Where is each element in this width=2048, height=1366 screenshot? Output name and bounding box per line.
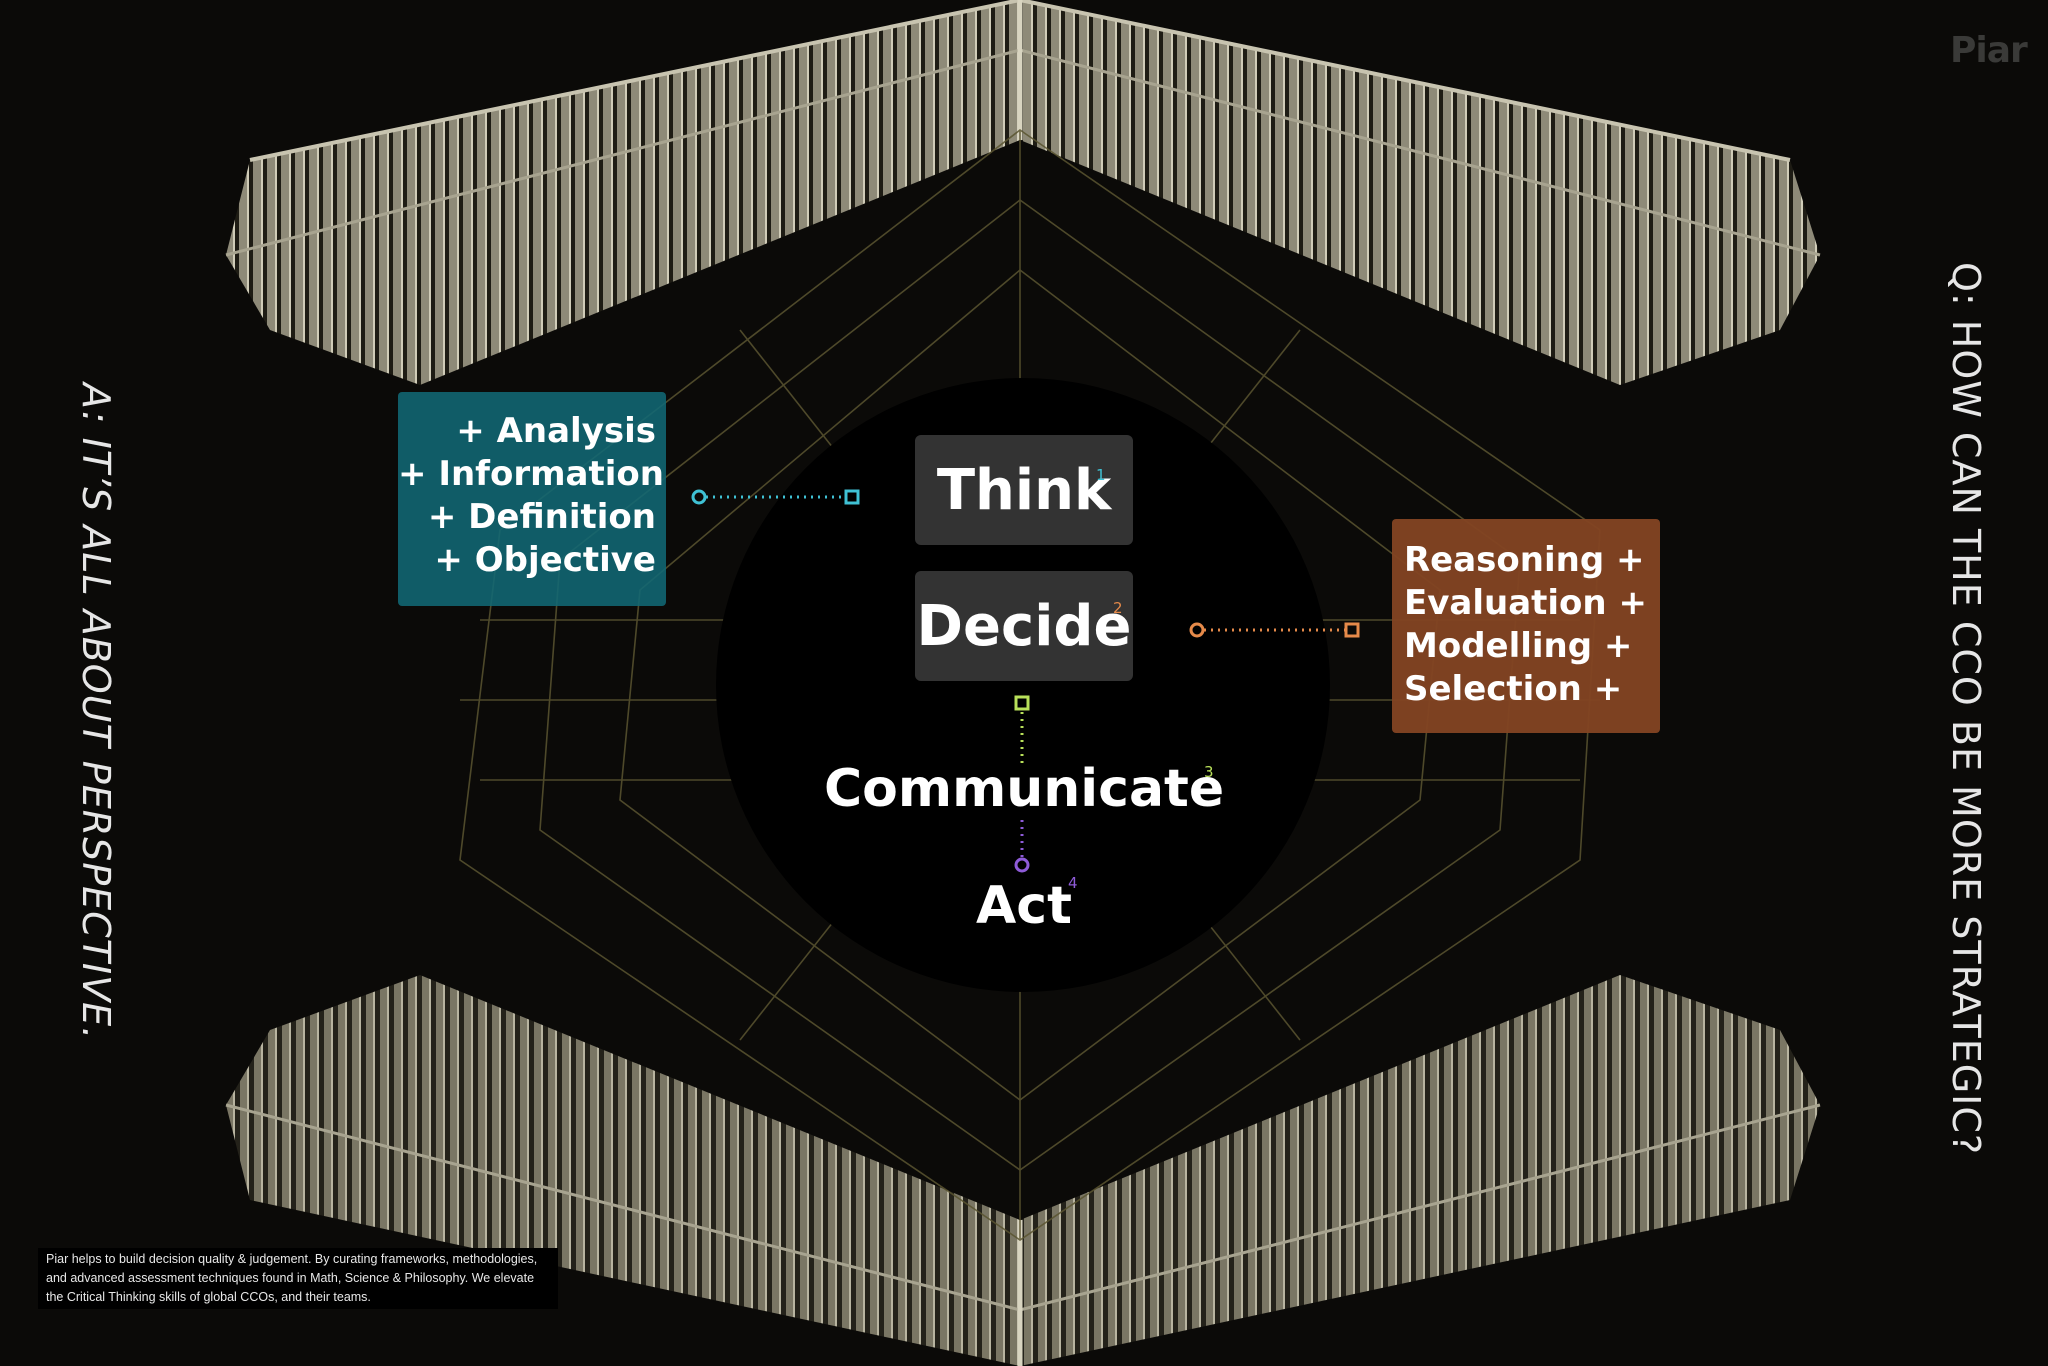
piar-logo: Piar [1950, 30, 2028, 71]
decide-tile [915, 571, 1133, 681]
decide-attributes-box: Reasoning + Evaluation + Modelling + Sel… [1392, 519, 1660, 733]
step-number: 3 [1204, 763, 1214, 781]
think-attributes-box: + Analysis + Information + Definition + … [398, 392, 666, 606]
footer-description: Piar helps to build decision quality & j… [38, 1248, 558, 1309]
attribute-item: + Definition [427, 497, 656, 537]
top-building-shape [226, 0, 1820, 385]
step-number: 2 [1113, 599, 1123, 617]
step-number: 4 [1068, 874, 1078, 892]
attribute-item: Modelling + [1404, 626, 1633, 666]
step-number: 1 [1096, 466, 1106, 484]
step-communicate-label: Communicate [824, 759, 1225, 819]
question-vertical-text: Q: HOW CAN THE CCO BE MORE STRATEGIC? [1944, 262, 1988, 1156]
attribute-item: Reasoning + [1404, 540, 1645, 580]
attribute-item: + Analysis [456, 411, 656, 451]
attribute-item: + Information [398, 454, 664, 494]
step-decide-label: Decide [916, 594, 1132, 659]
step-act-label: Act [976, 876, 1072, 936]
attribute-item: + Objective [434, 540, 656, 580]
attribute-item: Evaluation + [1404, 583, 1647, 623]
bottom-building-shape [226, 975, 1820, 1366]
answer-vertical-text: A: IT’S ALL ABOUT PERSPECTIVE. [74, 383, 118, 1041]
think-tile [915, 435, 1133, 545]
attribute-item: Selection + [1404, 669, 1623, 709]
step-think-label: Think [936, 458, 1112, 523]
